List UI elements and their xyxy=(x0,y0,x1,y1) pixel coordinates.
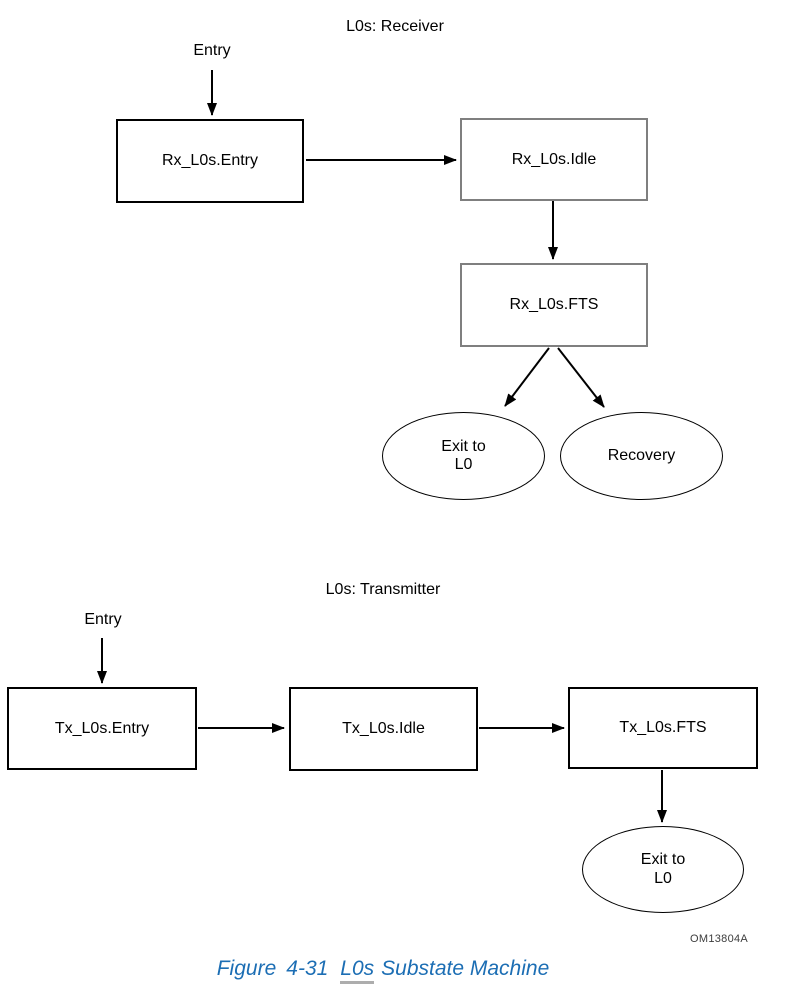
state-label: Recovery xyxy=(607,446,676,464)
state-label: Rx_L0s.Idle xyxy=(511,150,597,168)
arrow-rx-fts-to-exit-l0 xyxy=(504,347,550,407)
receiver-diagram-title: L0s: Receiver xyxy=(346,18,444,35)
state-label-line1: Exit to xyxy=(441,437,486,455)
caption-figure-number: 4-31 xyxy=(286,957,329,980)
state-label-line1: Exit to xyxy=(640,851,686,869)
arrow-rx-fts-to-recovery xyxy=(557,347,605,408)
state-box-tx-l0s-entry: Tx_L0s.Entry xyxy=(7,687,197,770)
state-label: Tx_L0s.Idle xyxy=(342,720,425,737)
state-label-line2: L0 xyxy=(454,456,473,473)
caption-title-text: Substate Machine xyxy=(381,957,550,980)
state-box-tx-l0s-fts: Tx_L0s.FTS xyxy=(568,687,758,769)
state-ellipse-tx-exit-to-l0: Exit to L0 xyxy=(582,826,744,913)
state-box-rx-l0s-entry: Rx_L0s.Entry xyxy=(116,119,304,203)
state-ellipse-rx-recovery: Recovery xyxy=(560,412,723,500)
transmitter-diagram-title: L0s: Transmitter xyxy=(325,581,441,598)
state-box-rx-l0s-idle: Rx_L0s.Idle xyxy=(460,118,648,201)
caption-linked-term: L0s xyxy=(340,957,375,984)
state-label-line2: L0 xyxy=(654,869,672,887)
figure-caption: Figure 4-31 L0s Substate Machine xyxy=(0,957,766,984)
transmitter-entry-label: Entry xyxy=(84,611,122,628)
state-box-rx-l0s-fts: Rx_L0s.FTS xyxy=(460,263,648,347)
state-ellipse-rx-exit-to-l0: Exit to L0 xyxy=(382,412,545,500)
state-label: Rx_L0s.Entry xyxy=(161,152,259,169)
drawing-id-watermark: OM13804A xyxy=(690,933,749,945)
state-label: Tx_L0s.Entry xyxy=(54,719,150,737)
state-label: Tx_L0s.FTS xyxy=(619,719,707,736)
receiver-entry-label: Entry xyxy=(193,42,231,59)
caption-figure-word: Figure xyxy=(216,957,277,980)
state-label: Rx_L0s.FTS xyxy=(509,296,599,313)
state-box-tx-l0s-idle: Tx_L0s.Idle xyxy=(289,687,478,771)
